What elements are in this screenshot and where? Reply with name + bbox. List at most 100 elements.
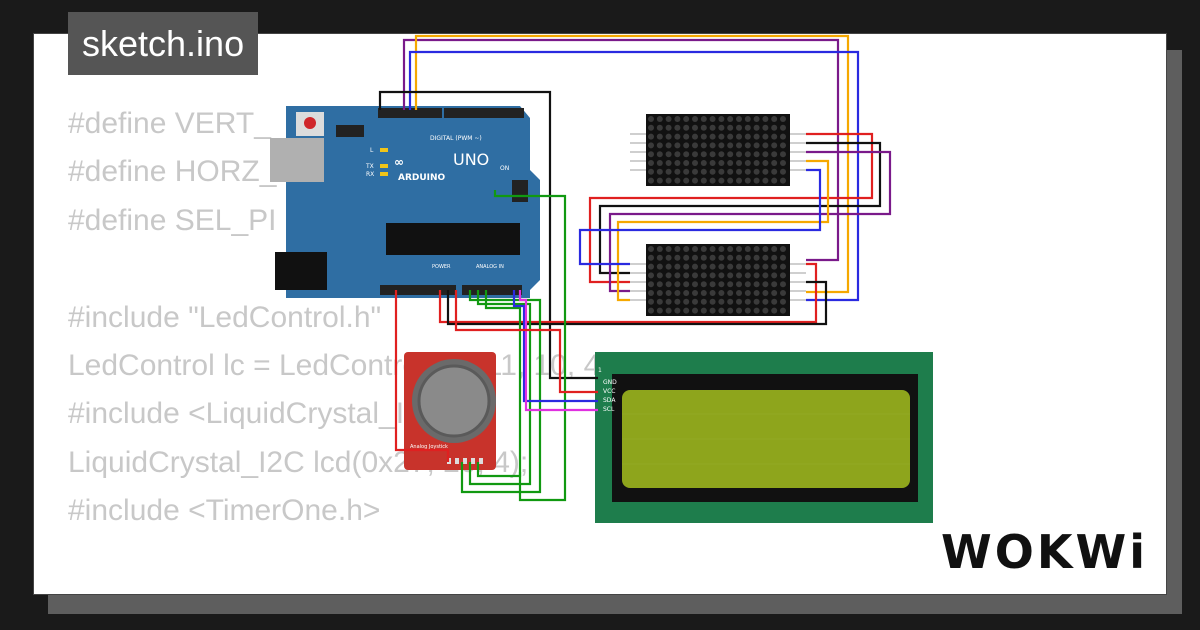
led-dot <box>762 116 769 122</box>
led-dot <box>744 142 751 149</box>
led-dot <box>683 246 690 252</box>
led-dot <box>700 263 707 270</box>
led-dot <box>771 307 778 314</box>
led-dot <box>683 298 690 305</box>
led-dot <box>692 116 698 122</box>
led-dot <box>736 177 742 184</box>
led-dot <box>736 160 742 166</box>
led-dot <box>692 160 698 166</box>
joystick-module[interactable]: Analog Joystick <box>404 352 496 470</box>
led-dot <box>700 142 707 149</box>
led-dot <box>744 168 751 175</box>
led-dot <box>718 151 725 158</box>
led-dot <box>718 298 725 305</box>
led-dot <box>665 168 672 175</box>
led-dot <box>683 160 690 166</box>
led-dot <box>674 298 681 305</box>
led-dot <box>736 263 742 270</box>
led-dot <box>744 272 751 279</box>
led-dot <box>753 290 760 296</box>
led-dot <box>727 124 734 131</box>
led-dot <box>736 246 742 252</box>
led-dot <box>674 246 681 252</box>
led-dot <box>709 116 716 122</box>
led-dot <box>780 133 786 140</box>
led-dot <box>674 133 681 140</box>
led-dot <box>753 272 760 279</box>
analog-label: ANALOG IN <box>476 264 504 270</box>
led-dot <box>709 281 716 288</box>
led-dot <box>762 290 769 296</box>
led-dot <box>780 290 786 296</box>
led-dot <box>674 124 681 131</box>
led-dot <box>718 272 725 279</box>
lcd-pin-scl: SCL <box>603 406 615 413</box>
led-dot <box>727 307 734 314</box>
led-dot <box>771 272 778 279</box>
led-dot <box>683 290 690 296</box>
led-dot <box>665 281 672 288</box>
led-dot <box>744 298 751 305</box>
led-dot <box>771 177 778 184</box>
led-dot <box>771 263 778 270</box>
led-matrix-top[interactable] <box>630 114 806 186</box>
led-dot <box>692 272 698 279</box>
led-dot <box>718 290 725 296</box>
led-dot <box>736 272 742 279</box>
led-dot <box>744 124 751 131</box>
led-dot <box>771 124 778 131</box>
code-line: #include <TimerOne.h> <box>68 494 381 528</box>
led-dot <box>709 160 716 166</box>
led-dot <box>744 133 751 140</box>
arduino-uno-board[interactable]: ∞ UNO ARDUINO ON DIGITAL (PWM ~) POWER A… <box>270 106 540 298</box>
lcd-module[interactable]: 1 GND VCC SDA SCL <box>595 352 933 523</box>
led-dot <box>736 151 742 158</box>
led-dot <box>674 160 681 166</box>
led-dot <box>648 124 654 131</box>
led-dot <box>762 168 769 175</box>
led-dot <box>718 133 725 140</box>
led-dot <box>709 307 716 314</box>
led-dot <box>718 160 725 166</box>
led-dot <box>744 160 751 166</box>
led-dot <box>648 151 654 158</box>
led-dot <box>700 116 707 122</box>
led-dot <box>771 254 778 261</box>
file-title-tab[interactable]: sketch.ino <box>68 12 259 75</box>
led-dot <box>709 263 716 270</box>
led-dot <box>692 298 698 305</box>
led-dot <box>762 272 769 279</box>
reset-button[interactable] <box>304 117 316 129</box>
atmega-chip <box>386 223 520 255</box>
led-dot <box>700 160 707 166</box>
led-dot <box>753 133 760 140</box>
led-dot <box>771 168 778 175</box>
led-dot <box>709 254 716 261</box>
led-dot <box>780 272 786 279</box>
led-dot <box>656 142 663 149</box>
led-dot <box>648 177 654 184</box>
led-dot <box>780 254 786 261</box>
led-dot <box>762 124 769 131</box>
led-dot <box>718 281 725 288</box>
led-dot <box>718 307 725 314</box>
led-dot <box>656 168 663 175</box>
led-dot <box>692 246 698 252</box>
led-dot <box>762 151 769 158</box>
led-dot <box>753 298 760 305</box>
led-dot <box>780 142 786 149</box>
joystick-knob[interactable] <box>417 364 491 438</box>
led-dot <box>727 263 734 270</box>
led-matrix-bottom[interactable] <box>630 244 806 316</box>
led-dot <box>700 281 707 288</box>
led-dot <box>780 116 786 122</box>
led-dot <box>692 254 698 261</box>
led-dot <box>709 133 716 140</box>
led-dot <box>736 254 742 261</box>
led-dot <box>665 290 672 296</box>
led-dot <box>700 168 707 175</box>
led-l-label: L <box>370 147 374 154</box>
led-dot <box>727 272 734 279</box>
lcd-pin-sda: SDA <box>603 397 616 404</box>
led-dot <box>683 254 690 261</box>
